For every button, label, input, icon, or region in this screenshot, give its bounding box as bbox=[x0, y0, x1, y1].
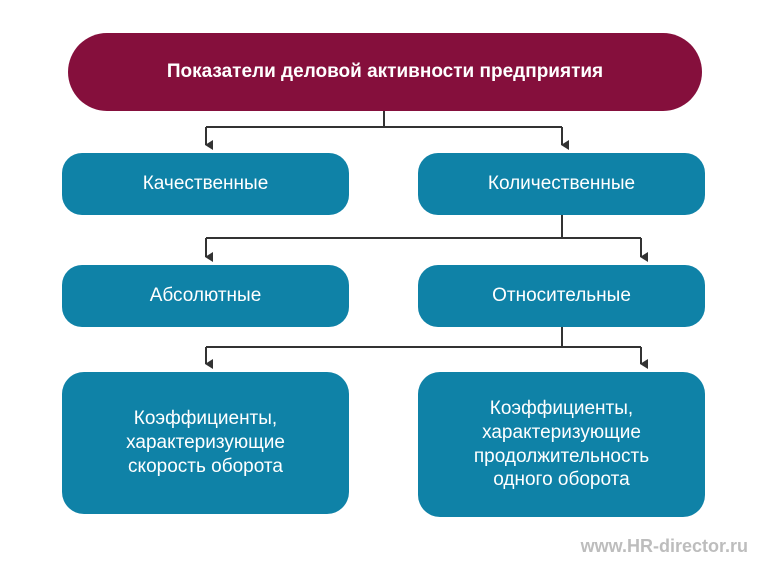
turnover-speed-line: характеризующие bbox=[126, 432, 285, 454]
root-node: Показатели деловой активности предприяти… bbox=[68, 33, 702, 111]
watermark: www.HR-director.ru bbox=[580, 536, 748, 556]
absolute-node: Абсолютные bbox=[62, 265, 349, 327]
quantitative-node-label: Количественные bbox=[487, 173, 636, 194]
turnover-speed-line: Коэффициенты, bbox=[133, 408, 278, 430]
turnover-duration-line: Коэффициенты, bbox=[489, 398, 634, 419]
connector-relative-to-level3 bbox=[205, 327, 648, 369]
qualitative-node-label: Качественные bbox=[142, 173, 269, 194]
connector-root-to-level1 bbox=[205, 111, 569, 150]
turnover-duration-line: характеризующие bbox=[482, 421, 641, 443]
turnover-duration-line: продолжительность bbox=[473, 445, 650, 467]
quantitative-node: Количественные bbox=[418, 153, 705, 215]
absolute-node-label: Абсолютные bbox=[149, 285, 262, 306]
relative-node: Относительные bbox=[418, 265, 705, 327]
connector-quantitative-to-level2 bbox=[205, 215, 648, 262]
relative-node-label: Относительные bbox=[492, 285, 631, 306]
turnover-duration-node: Коэффициенты, характеризующие продолжите… bbox=[418, 372, 705, 517]
turnover-speed-node: Коэффициенты, характеризующие скорость о… bbox=[62, 372, 349, 514]
root-node-label: Показатели деловой активности предприяти… bbox=[166, 61, 604, 82]
turnover-duration-line: одного оборота bbox=[493, 469, 630, 491]
turnover-speed-line: скорость оборота bbox=[128, 455, 283, 477]
qualitative-node: Качественные bbox=[62, 153, 349, 215]
